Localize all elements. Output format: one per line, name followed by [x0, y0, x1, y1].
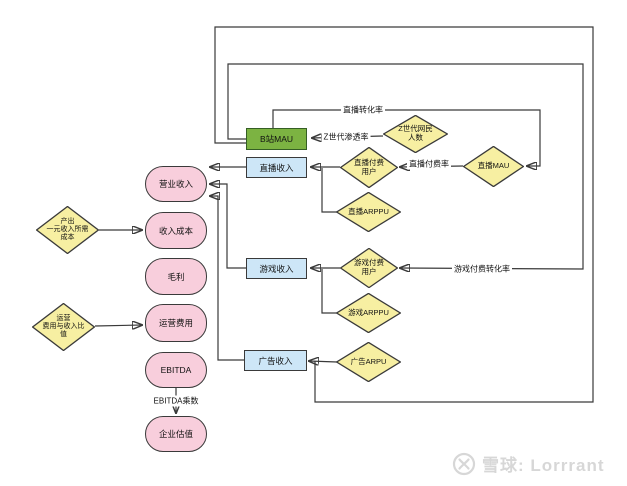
diamond-shape	[340, 248, 398, 288]
diamond-shape	[336, 293, 401, 333]
edge-label-live-paying-rate: 直播付费率	[407, 158, 451, 170]
node-label: 收入成本	[158, 225, 193, 236]
node-label: 直播MAU	[477, 161, 510, 171]
diamond-shape	[340, 147, 398, 188]
node-game-revenue: 游戏收入	[246, 258, 307, 279]
edge-ad-arpu-to-ad-revenue	[309, 361, 338, 362]
node-game-arppu: 游戏ARPPU	[336, 293, 401, 333]
node-label: 直播付费 用户	[354, 157, 384, 176]
node-label: 游戏付费 用户	[354, 258, 384, 276]
diamond-shape	[463, 146, 524, 187]
node-live-paying-users: 直播付费 用户	[340, 147, 398, 188]
node-operating-expenses: 运营费用	[145, 304, 207, 342]
edge-bmau-to-live-mau-conversion-loop	[272, 109, 541, 166]
node-live-arppu: 直播ARPPU	[336, 192, 401, 232]
node-label: 广告ARPU	[350, 356, 387, 366]
diamond-shape	[36, 206, 99, 254]
node-label: 游戏收入	[259, 263, 294, 274]
node-live-revenue: 直播收入	[246, 157, 307, 178]
diamond-shape	[32, 303, 95, 351]
node-ad-revenue: 广告收入	[244, 350, 307, 371]
node-label: Z世代网民 人数	[398, 124, 433, 142]
edge-label-zgen-penetration-rate: Z世代渗透率	[321, 131, 371, 143]
edge-live-arppu-merge	[321, 168, 337, 213]
node-operating-revenue: 营业收入	[145, 166, 207, 202]
node-label: 产出 一元收入所需 成本	[46, 217, 89, 242]
edge-opex-ratio-to-opex	[94, 325, 142, 326]
edge-label-live-conversion-rate: 直播转化率	[341, 104, 385, 116]
edge-bmau-to-ad-revenue-loop	[214, 26, 594, 403]
node-enterprise-valuation: 企业估值	[145, 416, 207, 452]
edge-game-arppu-merge	[321, 269, 337, 314]
node-label: 直播ARPPU	[348, 206, 389, 216]
node-ebitda: EBITDA	[145, 352, 207, 388]
edge-ad-revenue-to-operating-revenue	[210, 196, 244, 361]
node-label: 广告收入	[258, 355, 293, 366]
node-label: EBITDA	[160, 365, 192, 375]
node-bilibili-mau: B站MAU	[246, 128, 307, 150]
watermark-text: 雪球: Lorrrant	[482, 456, 605, 475]
edge-label-ebitda-multiple: EBITDA乘数	[151, 395, 201, 407]
diamond-shape	[336, 192, 401, 232]
node-label: B站MAU	[259, 134, 294, 144]
node-ad-arpu: 广告ARPU	[336, 342, 401, 382]
node-label: 毛利	[167, 271, 185, 282]
node-label: 运营 费用与收入比 值	[42, 314, 85, 339]
node-opex-revenue-ratio: 运营 费用与收入比 值	[32, 303, 95, 351]
diamond-shape	[383, 115, 448, 153]
node-label: 直播收入	[259, 162, 294, 173]
node-game-paying-users: 游戏付费 用户	[340, 248, 398, 288]
node-revenue-cost: 收入成本	[145, 212, 207, 249]
node-label: 营业收入	[158, 179, 193, 189]
edge-label-game-paying-conversion-rate: 游戏付费转化率	[452, 263, 512, 275]
node-gross-profit: 毛利	[145, 258, 207, 295]
node-zgen-netizens: Z世代网民 人数	[383, 115, 448, 153]
node-label: 企业估值	[158, 429, 193, 439]
node-label: 游戏ARPPU	[348, 307, 389, 317]
xueqiu-logo-icon	[452, 452, 476, 475]
diamond-shape	[336, 342, 401, 382]
node-unit-revenue-cost: 产出 一元收入所需 成本	[36, 206, 99, 254]
edge-bmau-to-game-paying-users-loop	[227, 63, 584, 269]
node-label: 运营费用	[158, 318, 193, 328]
watermark: 雪球: Lorrrant	[452, 451, 605, 476]
node-live-mau: 直播MAU	[463, 146, 524, 187]
edge-game-revenue-to-operating-revenue	[210, 184, 246, 269]
